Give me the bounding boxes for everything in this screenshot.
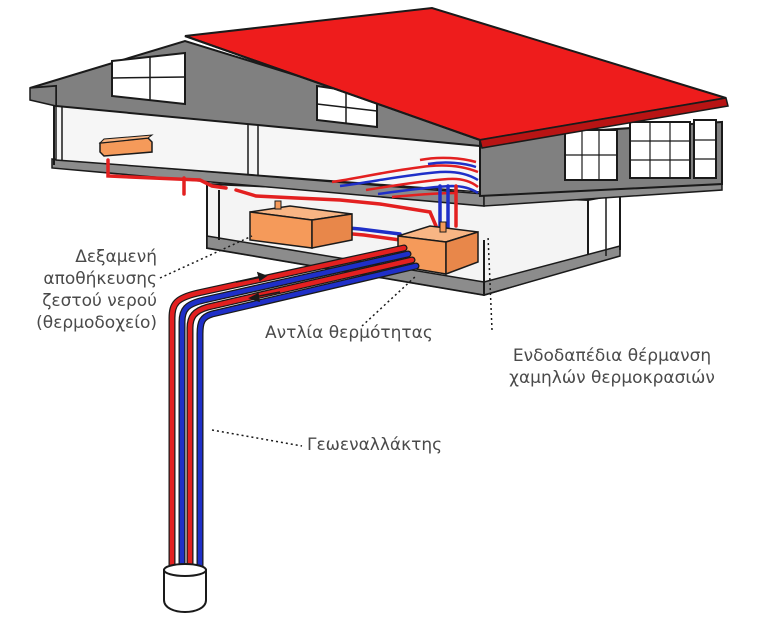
hot-water-tank-box bbox=[249, 200, 353, 249]
roof bbox=[184, 6, 729, 149]
borehole-end bbox=[163, 563, 207, 613]
small-unit bbox=[98, 134, 154, 157]
facade-windows bbox=[564, 119, 717, 181]
gable-window-left bbox=[111, 51, 186, 106]
label-hot-water-tank: Δεξαμενή αποθήκευσης ζεστού νερού (θερμο… bbox=[36, 247, 157, 333]
label-heat-pump: Αντλία θερμότητας bbox=[265, 323, 433, 343]
geo-loop-pipes bbox=[168, 244, 420, 570]
label-floor-heating: Ενδοδαπέδια θέρμανση χαμηλών θερμοκρασιώ… bbox=[509, 346, 715, 388]
leader-lines bbox=[159, 235, 493, 447]
label-geo-exchanger: Γεωεναλλάκτης bbox=[307, 435, 443, 455]
flow-arrows bbox=[235, 271, 281, 303]
floor-heating-coils bbox=[331, 156, 479, 199]
